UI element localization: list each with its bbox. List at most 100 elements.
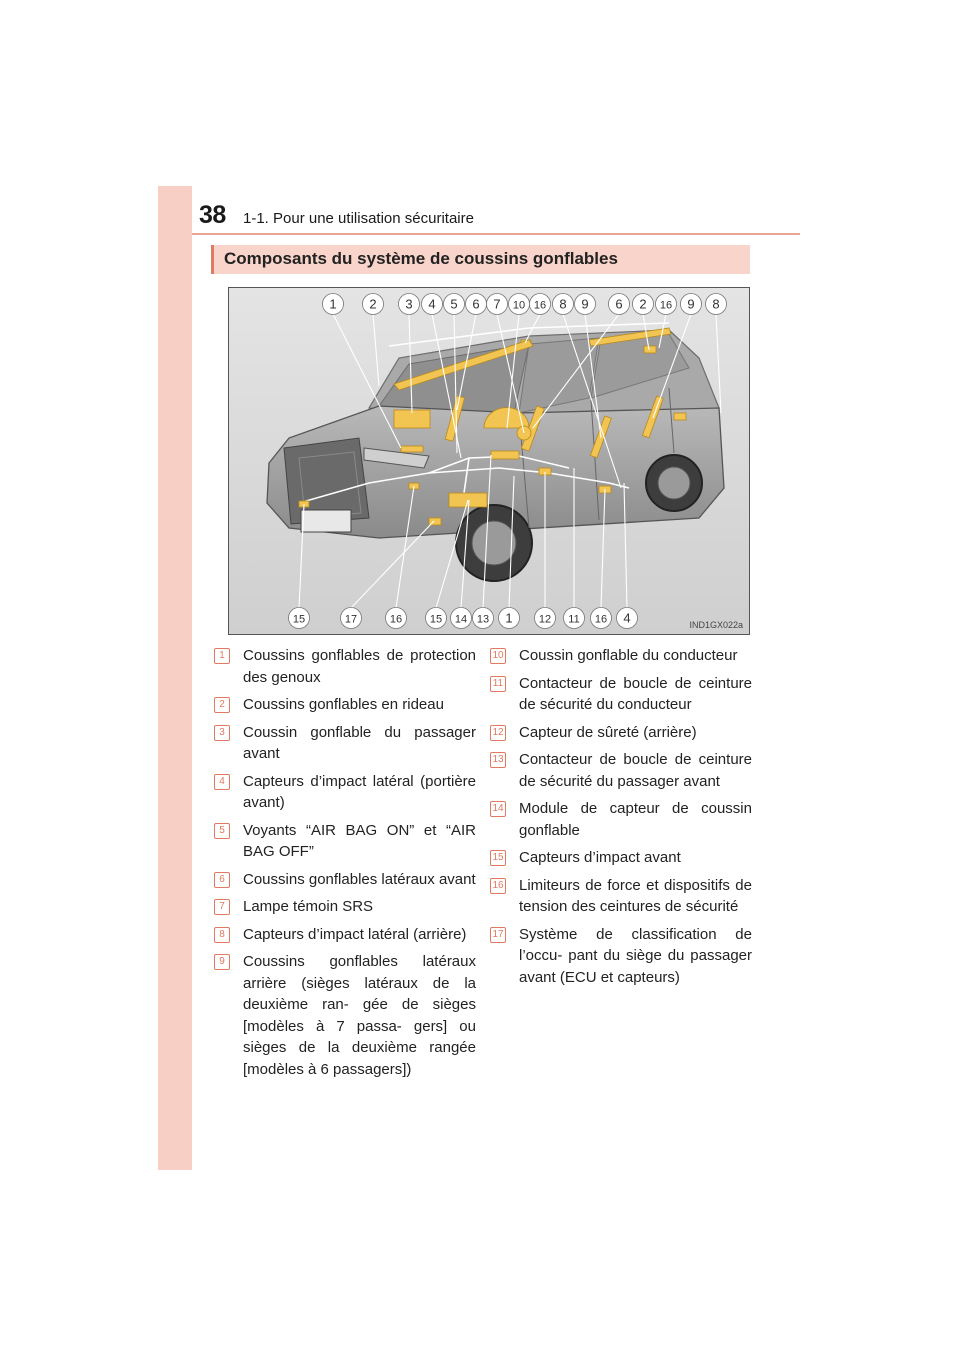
top-callout-circle bbox=[655, 293, 677, 315]
bottom-callout-circle bbox=[616, 607, 638, 629]
top-callout: 9 bbox=[680, 293, 702, 315]
bottom-callout: 14 bbox=[450, 607, 472, 629]
bottom-callout: 16 bbox=[590, 607, 612, 629]
legend-number: 10 bbox=[490, 648, 506, 664]
bottom-callout: 17 bbox=[340, 607, 362, 629]
top-callout: 16 bbox=[655, 293, 677, 315]
legend-text: Limiteurs de force et dispositifs de ten… bbox=[519, 876, 752, 916]
chapter-title: 1-1. Pour une utilisation sécuritaire bbox=[243, 210, 474, 227]
legend-text: Coussins gonflables latéraux avant bbox=[243, 870, 476, 888]
figure-code: IND1GX022a bbox=[689, 620, 743, 630]
top-callout-label: 2 bbox=[639, 297, 646, 312]
legend-text: Coussins gonflables en rideau bbox=[243, 696, 444, 713]
top-callout-label: 3 bbox=[405, 297, 412, 312]
legend-number: 15 bbox=[490, 850, 506, 866]
legend-number: 9 bbox=[214, 954, 230, 970]
legend-text: Contacteur de boucle de ceinture de sécu… bbox=[519, 674, 752, 714]
bottom-callout-label: 4 bbox=[623, 611, 630, 626]
top-callout-label: 1 bbox=[329, 297, 336, 312]
top-callout-label: 8 bbox=[712, 297, 719, 312]
bottom-callout-circle bbox=[385, 607, 407, 629]
bottom-callout-label: 1 bbox=[505, 611, 512, 626]
top-callout-label: 6 bbox=[472, 297, 479, 312]
bottom-callout-circle bbox=[288, 607, 310, 629]
top-callout: 7 bbox=[486, 293, 508, 315]
callout-leader-line bbox=[453, 313, 458, 454]
legend-text: Coussins gonflables de protection des ge… bbox=[243, 647, 476, 686]
bottom-callout-label: 12 bbox=[539, 614, 551, 626]
top-callout: 3 bbox=[398, 293, 420, 315]
top-callout: 4 bbox=[421, 293, 443, 315]
legend-number: 17 bbox=[490, 926, 506, 943]
section-header: Composants du système de coussins gonfla… bbox=[211, 245, 750, 274]
legend-text: Module de capteur de coussin gonflable bbox=[519, 800, 752, 839]
sensor bbox=[490, 450, 520, 460]
top-callout: 8 bbox=[705, 293, 727, 315]
top-callout-circle bbox=[574, 293, 596, 315]
callout-leader-line bbox=[435, 499, 469, 609]
top-callout-label: 5 bbox=[450, 297, 457, 312]
top-callout-circle bbox=[398, 293, 420, 315]
top-callout-circle bbox=[322, 293, 344, 315]
top-callout-circle bbox=[443, 293, 465, 315]
legend-number: 6 bbox=[214, 871, 230, 888]
bottom-callout-circle bbox=[472, 607, 494, 629]
top-callout-circle bbox=[705, 293, 727, 315]
legend-number: 12 bbox=[490, 724, 506, 741]
bottom-callout: 15 bbox=[425, 607, 447, 629]
top-callout-label: 2 bbox=[369, 297, 376, 312]
sensor bbox=[643, 345, 657, 354]
legend-text: Contacteur de boucle de ceinture de sécu… bbox=[519, 751, 752, 790]
top-callout-label: 4 bbox=[428, 297, 435, 312]
callout-leader-line bbox=[395, 485, 415, 609]
callout-leader-line bbox=[408, 313, 413, 414]
callout-leader-line bbox=[506, 313, 520, 429]
top-callout-label: 8 bbox=[559, 297, 566, 312]
callout-leader-line bbox=[332, 313, 402, 449]
top-callout-label: 16 bbox=[660, 300, 672, 312]
top-callout-circle bbox=[680, 293, 702, 315]
top-callout-label: 7 bbox=[493, 297, 500, 312]
bottom-callout-label: 16 bbox=[390, 614, 402, 626]
wiring-harness bbox=[298, 322, 670, 504]
bottom-callout-circle bbox=[534, 607, 556, 629]
bottom-callout-label: 17 bbox=[345, 614, 357, 626]
driver-airbag-module bbox=[483, 407, 530, 429]
legend-number: 1 bbox=[214, 648, 230, 664]
top-callout-circle bbox=[552, 293, 574, 315]
top-callout-circle bbox=[486, 293, 508, 315]
top-callout-label: 9 bbox=[687, 297, 694, 312]
callout-leader-line bbox=[658, 313, 667, 349]
bottom-callout-circle bbox=[563, 607, 585, 629]
legend-text: Coussin gonflable du passager avant bbox=[243, 723, 476, 763]
bottom-callout-circle bbox=[590, 607, 612, 629]
sensor bbox=[428, 517, 442, 526]
top-callout: 16 bbox=[529, 293, 551, 315]
bottom-callout: 13 bbox=[472, 607, 494, 629]
legend-text: Capteurs d’impact latéral (arrière) bbox=[243, 925, 467, 943]
sensor bbox=[673, 412, 687, 421]
bottom-callout: 4 bbox=[616, 607, 638, 629]
bottom-callout: 15 bbox=[288, 607, 310, 629]
callout-leader-line bbox=[562, 313, 622, 489]
knee-airbag-module bbox=[400, 445, 424, 453]
callout-leader-line bbox=[456, 313, 477, 411]
callout-leader-line bbox=[642, 313, 650, 351]
legend-text: Capteurs d’impact latéral (portière avan… bbox=[243, 772, 476, 812]
legend-item: 6 Coussins gonflables latéraux avant bbox=[214, 869, 476, 891]
top-callout-label: 9 bbox=[581, 297, 588, 312]
top-callout: 10 bbox=[508, 293, 530, 315]
vehicle-body bbox=[266, 329, 725, 582]
callout-leaders bbox=[298, 313, 722, 609]
bottom-callout-circle bbox=[340, 607, 362, 629]
legend-left-column: 1 Coussins gonflables de protection des g… bbox=[214, 645, 476, 1086]
